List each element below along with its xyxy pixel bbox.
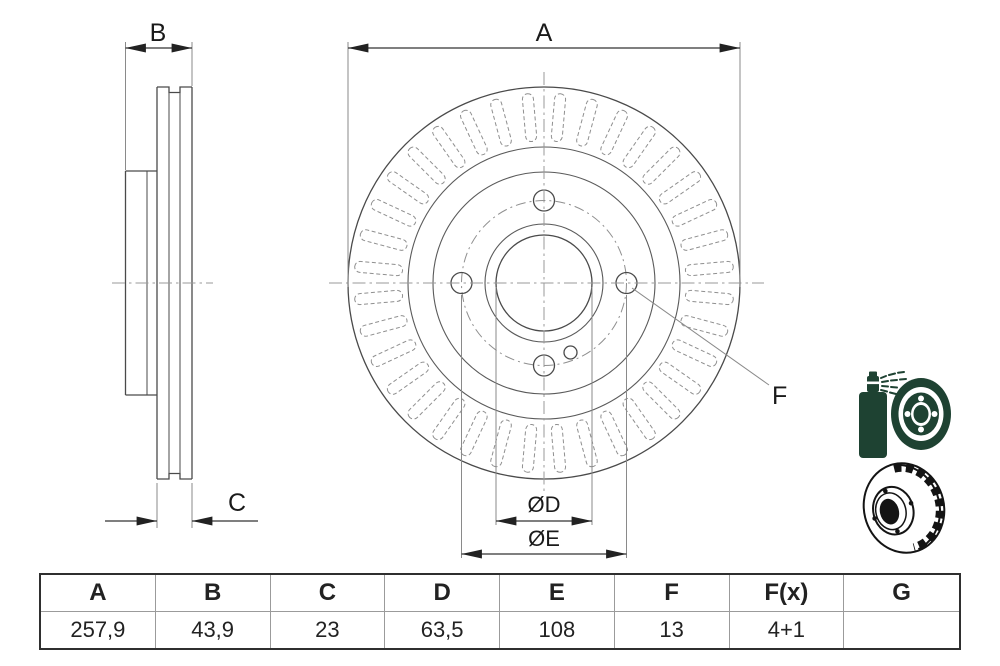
table-value-cell: 4+1 xyxy=(730,612,845,648)
vent-slot xyxy=(642,381,681,420)
vent-slot-band xyxy=(893,462,945,553)
vent-slot xyxy=(642,146,681,185)
vent-slot xyxy=(386,171,430,205)
vent-slot xyxy=(658,361,702,395)
table-header-cell: F xyxy=(615,575,730,611)
vent-slot xyxy=(600,410,628,457)
vent-slot xyxy=(658,171,702,205)
vent-slot xyxy=(521,93,538,143)
vent-slot xyxy=(680,315,729,337)
dim-label-b: B xyxy=(150,19,167,47)
vent-slot xyxy=(550,423,567,473)
vent-slot xyxy=(386,361,430,395)
front-view: A ØD ØE F xyxy=(329,19,787,559)
vent-slot xyxy=(680,229,729,251)
vent-slot xyxy=(407,146,446,185)
vent-slot xyxy=(490,98,512,147)
vent-slot xyxy=(671,199,718,227)
hub-inner-ring xyxy=(874,492,907,531)
locating-pin-hole xyxy=(563,345,578,360)
table-header-cell: A xyxy=(41,575,156,611)
table-value-row: 257,9 43,9 23 63,5 108 13 4+1 xyxy=(41,612,959,648)
hub-bore xyxy=(879,498,900,525)
dim-label-diameter-d: ØD xyxy=(528,492,561,517)
side-view-top-edge xyxy=(157,86,192,94)
vent-slot xyxy=(359,315,408,337)
vent-slot xyxy=(576,98,598,147)
brake-disc-technical-drawing: B C xyxy=(105,19,951,559)
sprayed-hub xyxy=(891,378,951,450)
dimension-e: ØE xyxy=(461,295,627,559)
dim-label-f: F xyxy=(772,382,787,410)
vent-slot xyxy=(622,125,656,169)
vent-slot xyxy=(622,397,656,441)
table-value-cell: 63,5 xyxy=(385,612,500,648)
vent-slot xyxy=(684,289,734,306)
vent-slot xyxy=(359,229,408,251)
table-header-row: A B C D E F F(x) G xyxy=(41,575,959,612)
vented-disc-icon xyxy=(862,462,946,554)
vent-slot xyxy=(370,199,417,227)
table-value-cell: 13 xyxy=(615,612,730,648)
table-header-cell: G xyxy=(892,579,911,606)
table-value-cell: 257,9 xyxy=(41,612,156,648)
hub-bolt-dot xyxy=(883,488,888,494)
spray-can-body xyxy=(859,392,887,458)
vent-slot xyxy=(550,93,567,143)
vent-slot xyxy=(407,381,446,420)
dim-label-c: C xyxy=(228,489,246,517)
table-header-cell: D xyxy=(385,575,500,611)
table-header-cell: B xyxy=(156,575,271,611)
vent-slot xyxy=(432,397,466,441)
table-header-cell: E xyxy=(500,575,615,611)
ventilation-slots xyxy=(354,93,734,473)
vent-slot xyxy=(521,423,538,473)
vent-slot xyxy=(432,125,466,169)
hub-bolt-dot xyxy=(895,528,900,534)
hub-bolt-dot xyxy=(908,500,914,506)
vent-slot xyxy=(460,410,488,457)
coated-disc-spray-icon xyxy=(859,371,951,458)
dimension-c: C xyxy=(105,483,258,528)
hub-bolt-dot xyxy=(872,516,877,521)
dimension-b: B xyxy=(125,19,193,170)
table-value-cell: 43,9 xyxy=(156,612,271,648)
table-header-cell: C xyxy=(271,575,386,611)
vent-slot xyxy=(490,419,512,468)
vent-slot xyxy=(576,419,598,468)
vent-slot xyxy=(600,109,628,156)
spray-can-cap-gap xyxy=(866,381,880,385)
vent-slot xyxy=(671,339,718,367)
table-value-cell: 23 xyxy=(271,612,386,648)
dimension-a: A xyxy=(347,19,741,287)
vent-slot xyxy=(684,260,734,277)
vent-slot xyxy=(370,339,417,367)
spray-mist xyxy=(880,371,907,395)
side-view-bottom-edge xyxy=(157,472,192,480)
dimension-f: F xyxy=(631,287,787,410)
vent-slot xyxy=(354,289,404,306)
dim-label-a: A xyxy=(536,19,553,47)
spray-can-nozzle xyxy=(869,371,877,378)
side-view: B C xyxy=(105,19,258,528)
dimension-d: ØD xyxy=(495,287,593,526)
table-value-cell: 108 xyxy=(500,612,615,648)
vent-slot xyxy=(354,260,404,277)
dim-label-diameter-e: ØE xyxy=(528,526,560,551)
table-header-cell: F(x) xyxy=(730,575,845,611)
vent-slot xyxy=(460,109,488,156)
table-value-cell xyxy=(844,612,959,648)
dimensions-table: A B C D E F F(x) G 257,9 43,9 23 63,5 10… xyxy=(39,573,961,650)
